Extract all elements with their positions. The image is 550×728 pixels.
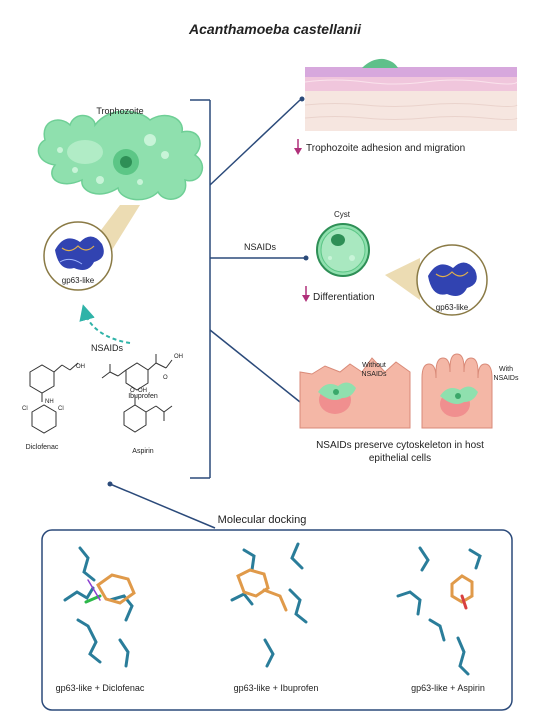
differentiation-text: Differentiation (313, 292, 375, 303)
cyst-cell (316, 223, 370, 277)
docking-connector-dot (107, 481, 113, 487)
docking-title: Molecular docking (218, 514, 307, 526)
cyst-label: Cyst (334, 210, 351, 219)
cytoskeleton-text-1: NSAIDs preserve cytoskeleton in host (316, 440, 484, 451)
down-arrow-differentiation (302, 286, 310, 302)
docking-pose-diclofenac (63, 546, 136, 668)
without-label-2: NSAIDs (362, 371, 387, 378)
docking-pose-ibuprofen (230, 542, 308, 668)
nsaids-inhibit-arrow (79, 304, 131, 344)
trophozoite-cell (37, 110, 204, 201)
diclofenac-oh: OH (76, 364, 85, 370)
diclofenac-cl-1: Cl (22, 406, 28, 412)
gp63-protein-right (416, 244, 488, 316)
ibuprofen-o: O (163, 375, 168, 381)
host-tissue (304, 58, 518, 131)
diclofenac-structure (29, 362, 79, 434)
diclofenac-nh: NH (45, 399, 54, 405)
aspirin-structure (123, 395, 173, 433)
with-label-1: With (499, 366, 513, 373)
docking-caption-1: gp63-like + Diclofenac (56, 683, 145, 693)
docking-caption-3: gp63-like + Aspirin (411, 683, 485, 693)
branch-nsaids-label: NSAIDs (244, 242, 277, 252)
effects-bracket (190, 99, 305, 479)
aspirin-oh: OH (138, 388, 147, 394)
ibuprofen-label: Ibuprofen (128, 393, 158, 400)
gp63-protein-left (43, 221, 113, 291)
epithelium-without-nsaids (299, 357, 411, 429)
nsaids-arrow-label: NSAIDs (91, 343, 124, 353)
down-arrow-adhesion (294, 139, 302, 155)
trophozoite-label: Trophozoite (96, 106, 143, 116)
figure-title: Acanthamoeba castellanii (188, 21, 362, 37)
gp63-left-label: gp63-like (62, 276, 95, 285)
without-label-1: Without (362, 362, 386, 369)
docking-connector (109, 483, 216, 529)
cytoskeleton-text-2: epithelial cells (369, 453, 431, 464)
adhesion-text: Trophozoite adhesion and migration (306, 143, 465, 154)
ibuprofen-oh: OH (174, 354, 183, 360)
ibuprofen-structure (101, 354, 173, 391)
diclofenac-label: Diclofenac (26, 444, 59, 451)
aspirin-label: Aspirin (132, 448, 154, 455)
docking-panel (41, 529, 513, 711)
connector-dot-mid (303, 255, 309, 261)
gp63-right-label: gp63-like (436, 303, 469, 312)
diclofenac-cl-2: Cl (58, 406, 64, 412)
docking-caption-2: gp63-like + Ibuprofen (234, 683, 319, 693)
connector-dot-top (299, 96, 305, 102)
epithelium-with-nsaids (421, 353, 493, 429)
with-label-2: NSAIDs (494, 375, 519, 382)
zoom-beam-right (385, 258, 420, 300)
docking-pose-aspirin (396, 546, 482, 676)
aspirin-o: O (130, 388, 135, 394)
